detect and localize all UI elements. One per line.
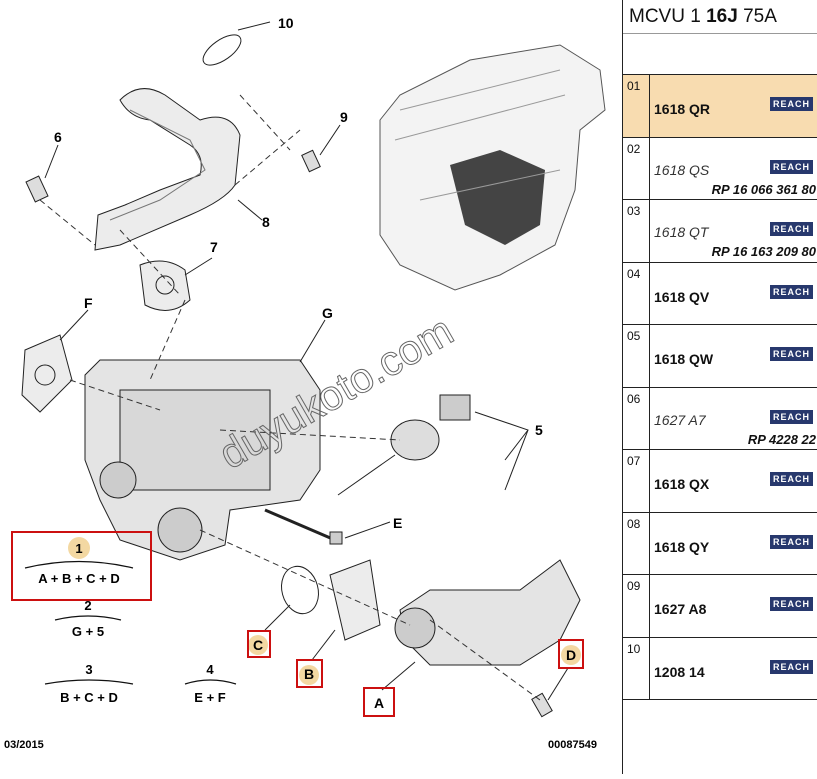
reach-badge: REACH [770, 534, 814, 549]
replacement-ref: RP 16 163 209 80 [711, 244, 816, 259]
reach-badge: REACH [770, 222, 814, 236]
kit-1-highlight [11, 531, 152, 601]
engine-code: MCVU 1 [629, 6, 701, 27]
variant-ref: 1618 QV [654, 288, 710, 305]
variant-index: 04 [623, 262, 650, 324]
diagram-footer: 03/2015 00087549 [4, 739, 597, 751]
variant-index: 01 [623, 75, 650, 137]
variant-ref: 1618 QS [654, 161, 710, 178]
kit-legend: 1 A + B + C + D 2 G + 5 3 B + C + D 4 E … [11, 531, 237, 705]
variant-index: 03 [623, 200, 650, 262]
callout-6: 6 [54, 129, 62, 145]
callout-labels: 10 9 6 8 7 F G 5 E [54, 15, 543, 531]
variant-index: 10 [623, 637, 650, 699]
callout-F: F [84, 295, 93, 311]
reach-badge: REACH [770, 472, 814, 486]
variant-ref: 1618 QT [654, 224, 709, 240]
variant-ref: 1618 QR [654, 101, 711, 117]
callout-E: E [393, 515, 402, 531]
kit-3-formula: B + C + D [60, 690, 118, 705]
engine-header: MCVU 1 16J 75A [623, 0, 817, 34]
variant-ref: 1618 QW [654, 351, 714, 367]
kit-1-formula: A + B + C + D [38, 571, 120, 586]
variant-index: 07 [623, 450, 650, 512]
engine-power: 75A [743, 6, 777, 27]
variant-index: 02 [623, 137, 650, 199]
kit-4-formula: E + F [194, 690, 225, 705]
callout-10: 10 [278, 15, 294, 31]
variant-ref: 1618 QX [654, 476, 710, 492]
kit-3-number: 3 [85, 662, 92, 677]
variant-ref: 1627 A7 [654, 411, 706, 428]
variant-index: 09 [623, 575, 650, 637]
reach-badge: REACH [770, 284, 814, 299]
reach-badge: REACH [770, 597, 814, 611]
reach-badge: REACH [770, 659, 814, 674]
callout-D: D [566, 647, 576, 663]
reach-badge: REACH [770, 347, 814, 361]
callout-C: C [253, 637, 263, 653]
exploded-view-lines [21, 21, 581, 718]
header-spacer [623, 34, 817, 75]
footer-code: 00087549 [548, 739, 597, 751]
parts-diagram: 10 9 6 8 7 F G 5 E C B A D duyukoto.com … [4, 15, 606, 751]
callout-8: 8 [262, 214, 270, 230]
callout-A: A [374, 695, 384, 711]
reach-badge: REACH [770, 97, 814, 111]
callout-9: 9 [340, 109, 348, 125]
variant-ref: 1627 A8 [654, 601, 707, 617]
callout-B: B [304, 666, 314, 682]
kit-2-number: 2 [84, 598, 91, 613]
callout-7: 7 [210, 239, 218, 255]
variant-ref: 1618 QY [654, 538, 710, 555]
replacement-ref: RP 16 066 361 80 [711, 181, 816, 197]
reach-badge: REACH [770, 409, 814, 424]
callout-G: G [322, 305, 333, 321]
kit-1-number: 1 [75, 541, 82, 556]
reach-badge: REACH [770, 159, 814, 174]
kit-2-formula: G + 5 [72, 624, 104, 639]
variant-ref: 1208 14 [654, 663, 705, 680]
kit-4-number: 4 [206, 662, 214, 677]
variant-index: 06 [623, 387, 650, 449]
variant-index: 05 [623, 325, 650, 387]
replacement-ref: RP 4228 22 [747, 431, 816, 447]
engine-bold: 16J [706, 6, 738, 27]
engine-block-inset [379, 44, 606, 291]
callout-5: 5 [535, 422, 543, 438]
footer-date: 03/2015 [4, 739, 44, 751]
boxed-callouts: C B A D [247, 630, 584, 717]
variant-index: 08 [623, 512, 650, 574]
